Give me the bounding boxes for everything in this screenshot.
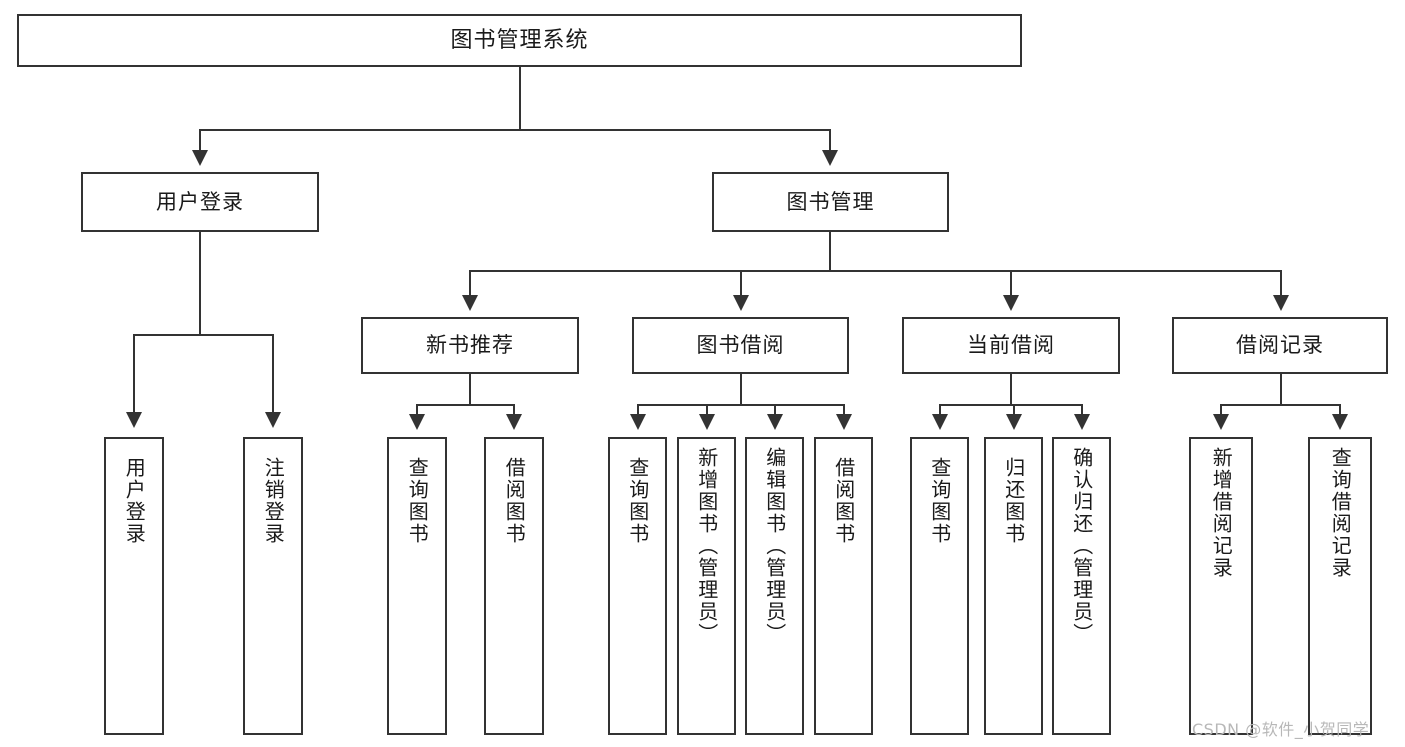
connector-book-borrowing-child1 [637,404,639,416]
arrow-to-borrowing-records [1273,295,1289,311]
node-label: 新增借阅记录 [1209,447,1234,579]
connector-borrowing-records-child2 [1339,404,1341,416]
connector-user-login-drop [199,271,201,335]
leaf-confirm-return-admin[interactable]: 确认归还（管理员） [1052,437,1111,735]
arrow-leaf-query-borrowing-record [1332,414,1348,430]
arrow-leaf-edit-book-admin [767,414,783,430]
arrow-to-current-borrowing [1003,295,1019,311]
node-label: 查询图书 [625,457,650,545]
connector-book-borrowing-bus [637,404,844,406]
arrow-leaf-borrow-book-recommendation [506,414,522,430]
node-book-borrowing[interactable]: 图书借阅 [632,317,849,374]
node-label: 当前借阅 [967,333,1055,358]
leaf-query-borrowing-record[interactable]: 查询借阅记录 [1308,437,1372,735]
connector-level2-bus [199,129,831,131]
connector-borrowing-records-bus [1220,404,1340,406]
arrow-leaf-return-book [1006,414,1022,430]
arrow-leaf-borrow-book [836,414,852,430]
connector-book-borrowing-child2 [706,404,708,416]
connector-to-book-management [829,129,831,151]
node-new-book-recommendation[interactable]: 新书推荐 [361,317,579,374]
connector-new-book-rec-child2 [513,404,515,416]
arrow-to-new-book-recommendation [462,295,478,311]
arrow-leaf-query-book-recommendation [409,414,425,430]
node-label: 图书管理 [786,189,875,214]
connector-current-borrowing-bus [939,404,1082,406]
connector-borrowing-records-child1 [1220,404,1222,416]
connector-current-borrowing-child1 [939,404,941,416]
connector-to-user-login [199,129,201,151]
connector-to-new-book-rec [469,270,471,296]
node-label: 归还图书 [1001,457,1026,545]
connector-book-borrowing-stem [740,374,742,406]
arrow-leaf-user-login [126,412,142,428]
node-label: 借阅图书 [831,457,856,545]
connector-user-login-child2 [272,334,274,413]
node-label: 用户登录 [156,189,244,214]
connector-book-management-stem [829,232,831,271]
node-label: 借阅记录 [1236,333,1324,358]
connector-user-login-bus [133,334,273,336]
connector-to-book-borrowing [740,270,742,296]
node-label: 图书管理系统 [450,27,589,53]
connector-new-book-rec-stem [469,374,471,406]
connector-new-book-rec-child1 [416,404,418,416]
arrow-leaf-user-logout [265,412,281,428]
node-book-management[interactable]: 图书管理 [712,172,949,232]
node-label: 注销登录 [261,457,286,545]
leaf-user-login[interactable]: 用户登录 [104,437,164,735]
leaf-add-book-admin[interactable]: 新增图书（管理员） [677,437,736,735]
connector-book-borrowing-child3 [774,404,776,416]
node-label: 编辑图书（管理员） [762,447,787,645]
connector-book-borrowing-child4 [843,404,845,416]
arrow-to-book-borrowing [733,295,749,311]
leaf-borrow-book[interactable]: 借阅图书 [814,437,873,735]
arrow-to-user-login [192,150,208,166]
leaf-add-borrowing-record[interactable]: 新增借阅记录 [1189,437,1253,735]
csdn-watermark: CSDN @软件_小贺同学 [1192,720,1370,739]
leaf-query-book-current[interactable]: 查询图书 [910,437,969,735]
node-borrowing-records[interactable]: 借阅记录 [1172,317,1388,374]
node-user-login[interactable]: 用户登录 [81,172,319,232]
leaf-return-book[interactable]: 归还图书 [984,437,1043,735]
node-label: 图书借阅 [696,333,785,358]
node-root-book-management-system[interactable]: 图书管理系统 [17,14,1022,67]
connector-level3-bus [469,270,1281,272]
arrow-leaf-add-borrowing-record [1213,414,1229,430]
leaf-query-book-recommendation[interactable]: 查询图书 [387,437,447,735]
connector-to-borrowing-records [1280,270,1282,296]
node-label: 确认归还（管理员） [1069,447,1094,645]
connector-user-login-stem [199,232,201,271]
arrow-to-book-management [822,150,838,166]
leaf-user-logout[interactable]: 注销登录 [243,437,303,735]
connector-new-book-rec-bus [416,404,515,406]
connector-user-login-child1 [133,334,135,413]
arrow-leaf-query-book-current [932,414,948,430]
connector-current-borrowing-stem [1010,374,1012,406]
node-label: 用户登录 [122,457,147,545]
node-label: 查询图书 [927,457,952,545]
arrow-leaf-add-book-admin [699,414,715,430]
arrow-leaf-confirm-return-admin [1074,414,1090,430]
leaf-query-book-borrowing[interactable]: 查询图书 [608,437,667,735]
connector-current-borrowing-child2 [1013,404,1015,416]
node-current-borrowing[interactable]: 当前借阅 [902,317,1120,374]
leaf-borrow-book-recommendation[interactable]: 借阅图书 [484,437,544,735]
connector-current-borrowing-child3 [1081,404,1083,416]
connector-to-current-borrowing [1010,270,1012,296]
node-label: 借阅图书 [502,457,527,545]
node-label: 新书推荐 [426,333,514,358]
connector-borrowing-records-stem [1280,374,1282,406]
node-label: 新增图书（管理员） [694,447,719,645]
node-label: 查询图书 [405,457,430,545]
node-label: 查询借阅记录 [1328,447,1353,579]
leaf-edit-book-admin[interactable]: 编辑图书（管理员） [745,437,804,735]
connector-root-stem [519,67,521,130]
arrow-leaf-query-book-borrowing [630,414,646,430]
